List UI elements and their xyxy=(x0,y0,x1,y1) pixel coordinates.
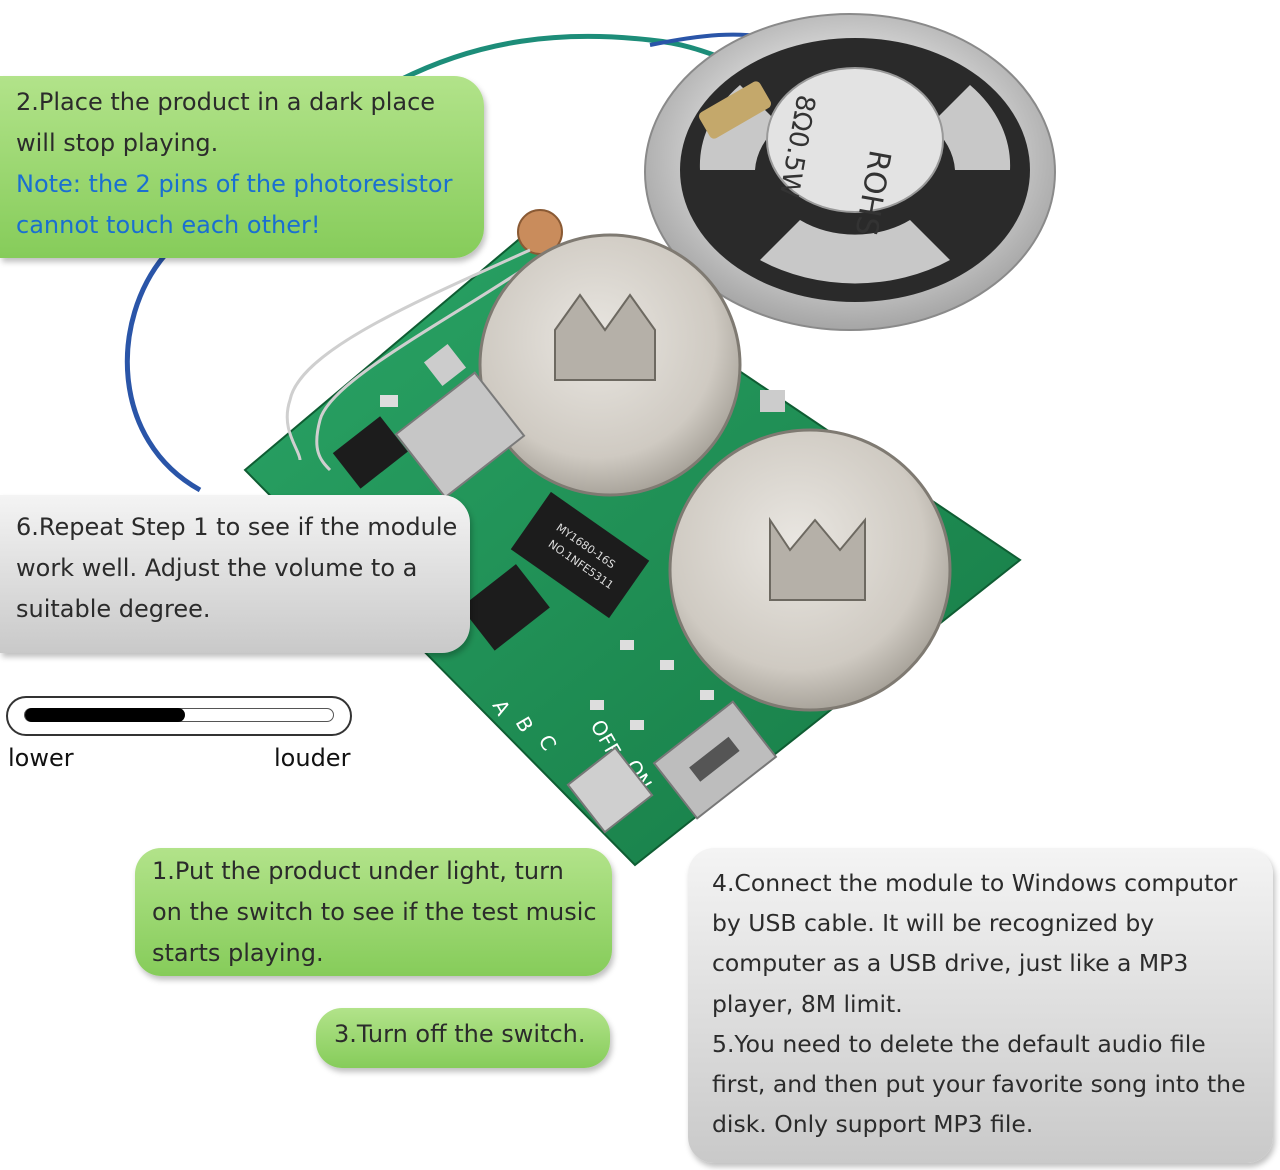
step-1-callout: 1.Put the product under light, turn on t… xyxy=(135,848,612,976)
flash-chip xyxy=(460,564,550,651)
step-1-line-3: starts playing. xyxy=(152,939,324,967)
volume-louder-label: louder xyxy=(274,744,351,772)
step-6-line-2: work well. Adjust the volume to a xyxy=(16,554,418,582)
volume-indicator xyxy=(6,696,352,736)
step-2-line-2: will stop playing. xyxy=(16,129,219,157)
main-chip xyxy=(510,491,650,619)
step-5-line-3: disk. Only support MP3 file. xyxy=(712,1110,1034,1139)
volume-fill xyxy=(25,708,186,722)
circuit-board: MY1680-16S NO.1NFE5311 A B C OFF ON xyxy=(243,209,1022,867)
volume-slider-component xyxy=(394,371,526,499)
blue-wire xyxy=(124,253,202,493)
step-5-line-2: first, and then put your favorite song i… xyxy=(712,1070,1246,1099)
step-4-5-callout: 4.Connect the module to Windows computor… xyxy=(688,848,1273,1163)
step-4-line-2: by USB cable. It will be recognized by xyxy=(712,909,1155,938)
amplifier-chip xyxy=(332,416,408,489)
step-2-callout: 2.Place the product in a dark place will… xyxy=(0,76,484,258)
volume-lower-label: lower xyxy=(8,744,74,772)
step-5-line-1: 5.You need to delete the default audio f… xyxy=(712,1029,1206,1058)
step-4-line-4: player, 8M limit. xyxy=(712,989,903,1018)
step-1-line-2: on the switch to see if the test music xyxy=(152,898,597,926)
power-switch xyxy=(566,746,654,834)
step-3-line-1: 3.Turn off the switch. xyxy=(334,1020,586,1048)
step-6-line-1: 6.Repeat Step 1 to see if the module xyxy=(16,513,458,541)
step-4-line-3: computer as a USB drive, just like a MP3 xyxy=(712,949,1189,978)
speaker: ROHS 8Ω0.5W xyxy=(644,13,1056,331)
step-1-line-1: 1.Put the product under light, turn xyxy=(152,857,564,885)
step-2-note-1: Note: the 2 pins of the photoresistor xyxy=(16,170,453,198)
volume-track xyxy=(24,708,334,722)
step-4-line-1: 4.Connect the module to Windows computor xyxy=(712,869,1238,897)
step-6-callout: 6.Repeat Step 1 to see if the module wor… xyxy=(0,495,470,653)
step-6-line-3: suitable degree. xyxy=(16,595,211,623)
step-3-callout: 3.Turn off the switch. xyxy=(316,1008,610,1068)
step-2-line-1: 2.Place the product in a dark place xyxy=(16,88,436,116)
step-2-note-2: cannot touch each other! xyxy=(16,211,321,239)
